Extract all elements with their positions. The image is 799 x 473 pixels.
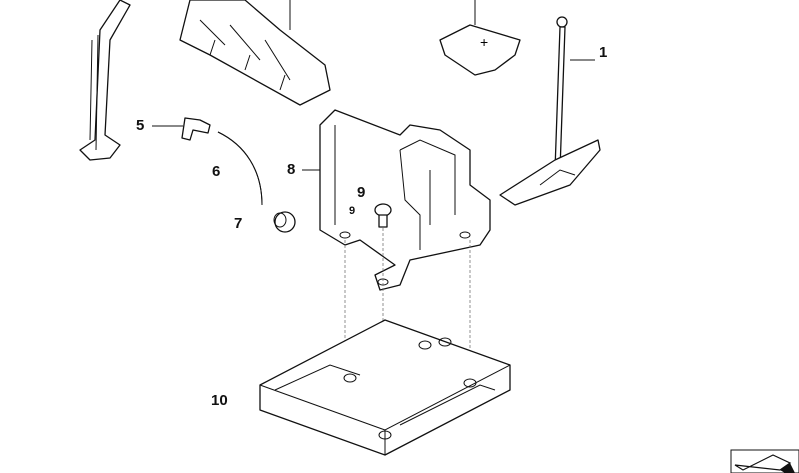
callout-9[interactable]: 9 [357,184,366,201]
part-1-rod [499,16,601,206]
callout-9-small[interactable]: 9 [349,205,356,217]
part-9-bolt [374,203,392,228]
callout-6[interactable]: 6 [212,163,221,180]
callout-1[interactable]: 1 [599,44,608,61]
part-7-grommet [273,211,296,233]
part-8-bracket [302,109,491,291]
terminal-cover: + [439,0,521,76]
battery-cover [179,0,331,106]
part-5-elbow [152,117,211,141]
part-6-hose [217,131,263,206]
callout-5[interactable]: 5 [136,117,145,134]
sheet-nav-icon[interactable] [730,449,799,473]
callout-10[interactable]: 10 [211,392,228,409]
part-10-tray [259,319,511,456]
holding-bracket [79,0,131,161]
callout-8[interactable]: 8 [287,161,296,178]
callout-7[interactable]: 7 [234,215,243,232]
plus-sign: + [480,34,488,50]
